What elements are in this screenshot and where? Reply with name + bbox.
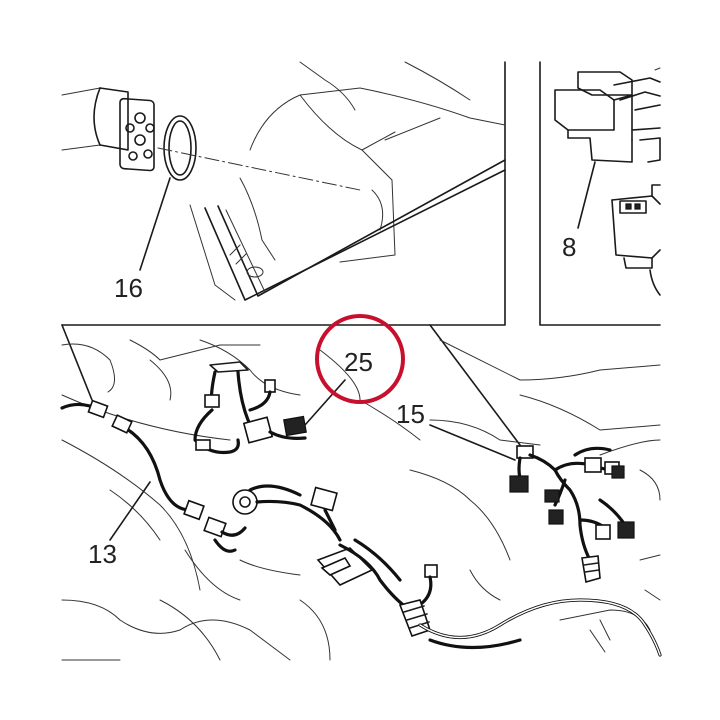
inset-frame-16 [61, 61, 506, 326]
detail-inset-16: 16 [61, 61, 521, 446]
callout-16: 16 [114, 273, 143, 303]
inset-frame-8 [539, 61, 661, 326]
inset-leader-right [429, 324, 521, 446]
harness-25 [193, 361, 307, 455]
o-ring [163, 115, 197, 181]
leader-8 [577, 161, 596, 229]
inset-leader-left [61, 324, 93, 401]
detail-inset-8: 8 [539, 61, 661, 326]
harness-15 [509, 445, 635, 584]
main-view: 13 25 15 [60, 339, 662, 661]
leader-13 [109, 481, 151, 541]
callout-15: 15 [396, 399, 425, 429]
callout-8: 8 [562, 232, 576, 262]
highlight-circle [315, 314, 405, 404]
leader-25 [304, 379, 346, 426]
callout-25: 25 [344, 347, 373, 377]
callout-13: 13 [88, 539, 117, 569]
leader-16 [139, 177, 171, 271]
leader-15 [429, 424, 516, 461]
